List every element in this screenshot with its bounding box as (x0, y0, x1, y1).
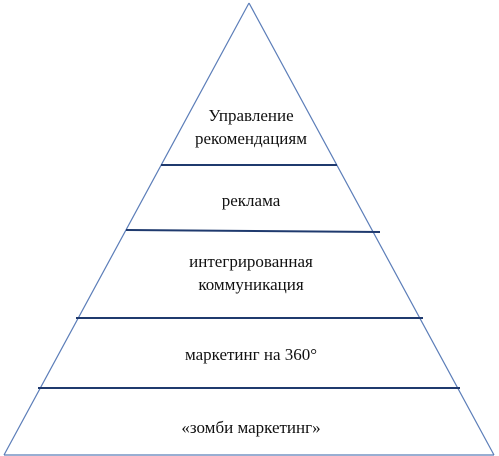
level-m360-label: маркетинг на 360° (185, 345, 317, 364)
level-integrated-line-1: интегрированная (189, 252, 313, 271)
level-integrated-line-2: коммуникация (198, 275, 304, 294)
pyramid-left-edge (3, 2, 250, 456)
level-ads-label: реклама (222, 191, 281, 210)
level-zombie-label: «зомби маркетинг» (181, 418, 320, 437)
level-top-line-2: рекомендациям (195, 129, 307, 148)
pyramid-right-edge (248, 2, 495, 456)
divider-2 (125, 229, 381, 233)
level-top-line-1: Управление (208, 106, 293, 125)
